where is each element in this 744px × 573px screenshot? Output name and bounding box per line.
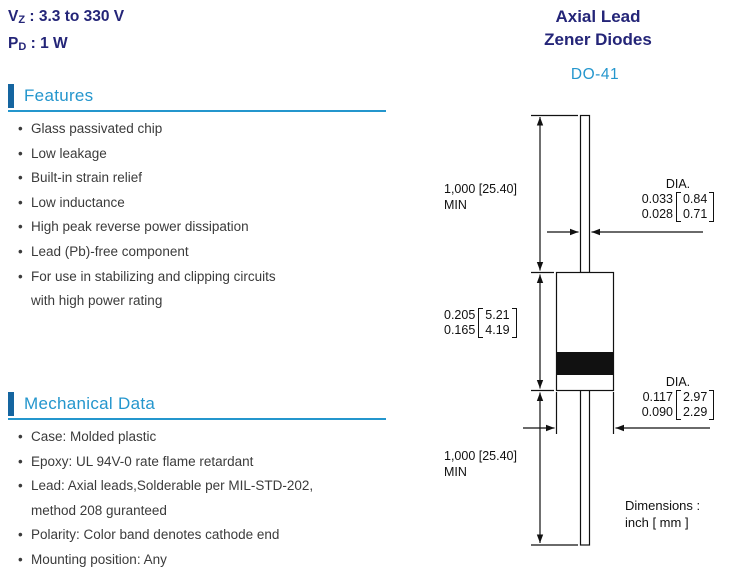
bracket-close (709, 192, 715, 222)
bottom-lead-length-label: 1,000 [25.40] MIN (444, 448, 517, 480)
pd-subscript: D (18, 41, 27, 53)
vz-symbol: V (8, 8, 19, 25)
lead-dia-inch-min: 0.028 (641, 207, 673, 221)
body-len-inch-min: 0.165 (444, 323, 476, 337)
dia-word: DIA. (665, 177, 691, 191)
lead-diameter-values: 0.033 0.028 0.84 0.71 (642, 192, 715, 222)
features-section: Features Glass passivated chip Low leaka… (8, 84, 386, 314)
title-line-1: Axial Lead (555, 7, 641, 26)
pd-spec: PD : 1 W (8, 32, 124, 59)
mechanical-item: Epoxy: UL 94V-0 rate flame retardant (18, 450, 386, 475)
top-lead-length-value: 1,000 [25.40] (444, 182, 517, 196)
bottom-lead-length-min: MIN (444, 465, 467, 479)
body-len-mm-max: 5.21 (485, 308, 510, 322)
mechanical-data-list: Case: Molded plastic Epoxy: UL 94V-0 rat… (18, 425, 386, 573)
document-title: Axial Lead Zener Diodes (452, 5, 744, 51)
body-len-mm-min: 4.19 (485, 323, 510, 337)
features-title: Features (24, 86, 94, 105)
bracket-open (675, 192, 681, 222)
title-line-2: Zener Diodes (544, 30, 652, 49)
body-len-inch-max: 0.205 (444, 308, 476, 322)
top-lead (579, 114, 591, 274)
bracket-close (709, 390, 715, 420)
bracket-open (675, 390, 681, 420)
lead-dia-inch-max: 0.033 (641, 192, 673, 206)
spec-header: VZ : 3.3 to 330 V PD : 1 W (8, 5, 124, 59)
bottom-lead-length-value: 1,000 [25.40] (444, 449, 517, 463)
mechanical-item-continuation: method 208 guranteed (31, 502, 167, 518)
body-diameter-values: 0.117 0.090 2.97 2.29 (642, 390, 715, 420)
bracket-open (478, 308, 484, 338)
cathode-band (556, 352, 614, 375)
features-list: Glass passivated chip Low leakage Built-… (18, 117, 386, 314)
body-length-values: 0.205 0.165 5.21 4.19 (444, 308, 517, 338)
mechanical-item: Mounting position: Any (18, 548, 386, 573)
section-accent-bar (8, 392, 14, 416)
feature-item: Low inductance (18, 191, 386, 216)
dimensions-note: Dimensions : inch [ mm ] (625, 497, 700, 531)
body-diameter-label: DIA. 0.117 0.090 2.97 2.29 (638, 375, 718, 420)
package-name: DO-41 (570, 66, 620, 83)
mechanical-data-header: Mechanical Data (8, 392, 386, 420)
feature-item: Low leakage (18, 142, 386, 167)
body-dia-mm-min: 2.29 (682, 405, 708, 419)
top-lead-length-label: 1,000 [25.40] MIN (444, 181, 517, 213)
feature-item: Glass passivated chip (18, 117, 386, 142)
feature-item: Lead (Pb)-free component (18, 240, 386, 265)
lead-dia-mm-min: 0.71 (682, 207, 708, 221)
bottom-lead (579, 389, 591, 546)
dimension-drawing (523, 114, 710, 546)
body-dia-inch-max: 0.117 (642, 390, 673, 404)
section-accent-bar (8, 84, 14, 108)
top-lead-length-min: MIN (444, 198, 467, 212)
body-dia-mm-max: 2.97 (682, 390, 708, 404)
vz-subscript: Z (18, 14, 26, 26)
mechanical-item: Case: Molded plastic (18, 425, 386, 450)
dimensions-note-line-1: Dimensions : (625, 498, 701, 513)
vz-spec: VZ : 3.3 to 330 V (8, 5, 124, 32)
pd-value: : 1 W (26, 35, 68, 52)
body-dia-inch-min: 0.090 (641, 405, 673, 419)
feature-item: High peak reverse power dissipation (18, 215, 386, 240)
mechanical-data-section: Mechanical Data Case: Molded plastic Epo… (8, 392, 386, 573)
pd-symbol: P (8, 35, 19, 52)
feature-item-continuation: with high power rating (31, 293, 163, 309)
dimensions-note-line-2: inch [ mm ] (625, 515, 689, 530)
mechanical-data-title: Mechanical Data (24, 394, 156, 413)
lead-diameter-label: DIA. 0.033 0.028 0.84 0.71 (638, 177, 718, 222)
feature-item: Built-in strain relief (18, 166, 386, 191)
dia-word: DIA. (665, 375, 691, 389)
mechanical-item: Lead: Axial leads,Solderable per MIL-STD… (18, 474, 386, 499)
lead-dia-mm-max: 0.84 (682, 192, 708, 206)
feature-item: For use in stabilizing and clipping circ… (18, 265, 386, 290)
bracket-close (511, 308, 517, 338)
package-diagram: DO-41 (420, 60, 744, 573)
vz-value: : 3.3 to 330 V (25, 8, 125, 25)
body-length-label: 0.205 0.165 5.21 4.19 (444, 307, 517, 338)
mechanical-item: Polarity: Color band denotes cathode end (18, 523, 386, 548)
features-header: Features (8, 84, 386, 112)
